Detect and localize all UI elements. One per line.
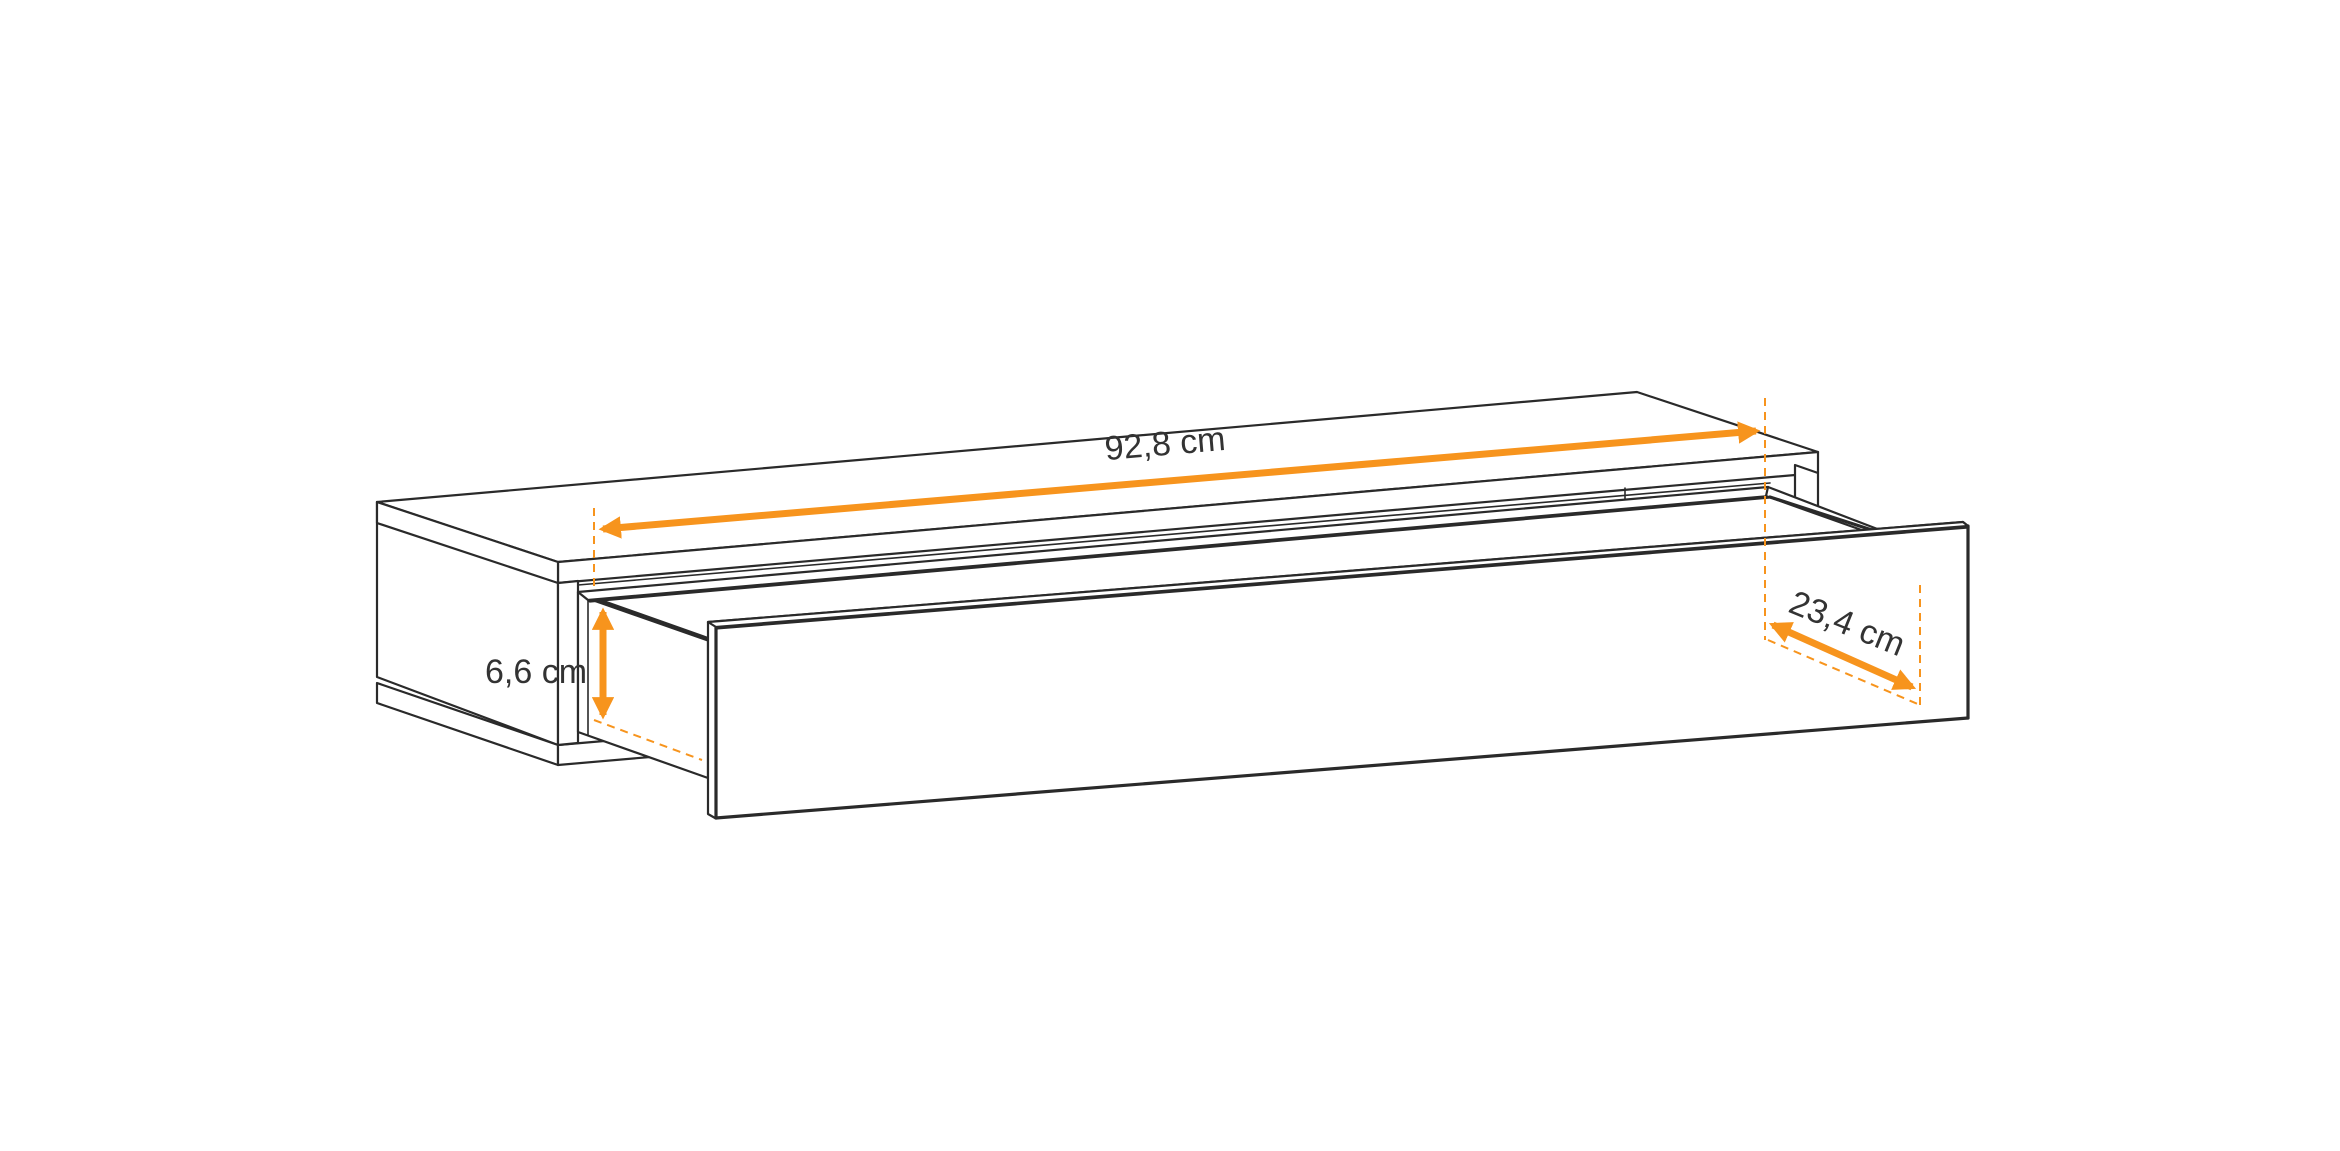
drawer-front-top-line bbox=[714, 525, 1970, 630]
drawer-front-bottom-edge bbox=[714, 716, 1970, 820]
height-label: 6,6 cm bbox=[485, 653, 587, 691]
cabinet-front-post bbox=[556, 579, 580, 747]
height-extension-bottom bbox=[593, 719, 703, 761]
height-dimension: 6,6 cm bbox=[485, 607, 703, 761]
depth-arrow bbox=[1768, 621, 1917, 691]
length-arrow bbox=[598, 421, 1761, 539]
drawer-left-side-inner bbox=[586, 596, 710, 642]
drawer-right-side-line bbox=[1768, 495, 1877, 533]
drawer bbox=[576, 485, 1970, 820]
